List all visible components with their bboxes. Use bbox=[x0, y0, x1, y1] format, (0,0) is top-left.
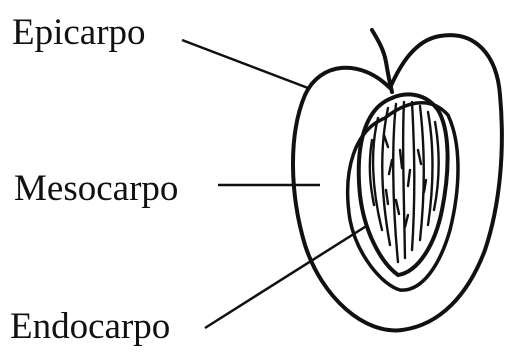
endocarpo-leader-line bbox=[205, 225, 368, 328]
epicarpo-leader-line bbox=[182, 40, 308, 88]
endocarp-texture bbox=[370, 102, 439, 262]
epicarpo-label: Epicarpo bbox=[12, 14, 146, 51]
endocarpo-label: Endocarpo bbox=[10, 308, 170, 345]
epicarp-outline bbox=[293, 35, 502, 330]
mesocarpo-label: Mesocarpo bbox=[14, 170, 178, 207]
